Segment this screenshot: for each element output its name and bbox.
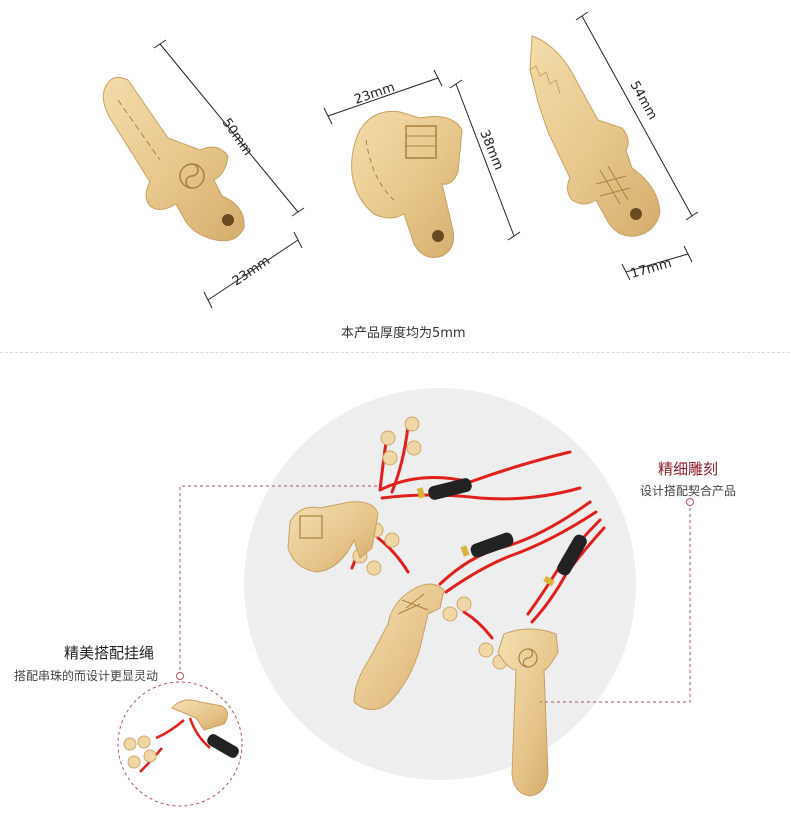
sword-pendant: [497, 628, 559, 797]
cord-callout-title: 精美搭配挂绳: [64, 644, 155, 662]
product-photo: [117, 388, 694, 807]
carving-callout-subtitle: 设计搭配契合产品: [640, 484, 737, 498]
cord-sleeves: [416, 478, 587, 587]
sword-width-dimension: 23mm: [203, 231, 303, 309]
wooden-sword-product: [102, 76, 245, 242]
carving-callout-line: [540, 502, 691, 703]
carving-callout-title: 精细雕刻: [658, 460, 719, 478]
thickness-note: 本产品厚度均为5mm: [341, 326, 466, 341]
wooden-axe-product: [351, 110, 463, 258]
saber-width-label: 17mm: [629, 256, 673, 282]
dimension-diagram: 50mm 23mm 23mm 38mm 54mm: [102, 11, 699, 309]
carving-callout-dot: [686, 498, 694, 506]
cord-callout-dot: [176, 672, 184, 680]
saber-pendant: [353, 583, 445, 710]
cord-detail-inset: [117, 681, 243, 807]
cord-callout: 精美搭配挂绳: [64, 642, 154, 663]
saber-width-dimension: 17mm: [621, 245, 693, 282]
sword-width-label: 23mm: [230, 253, 273, 289]
cord-callout-subtitle: 搭配串珠的而设计更显灵动: [14, 669, 159, 683]
axe-pendant: [287, 501, 379, 573]
carving-callout-subtitle-wrap: 设计搭配契合产品: [640, 482, 736, 499]
cord-callout-subtitle-wrap: 搭配串珠的而设计更显灵动: [14, 667, 158, 684]
saber-height-label: 54mm: [627, 79, 660, 123]
carving-callout: 精细雕刻: [658, 458, 718, 479]
wooden-saber-product: [529, 35, 661, 237]
section-divider: [0, 352, 790, 353]
axe-width-label: 23mm: [352, 80, 396, 108]
axe-height-dimension: 38mm: [449, 79, 521, 241]
